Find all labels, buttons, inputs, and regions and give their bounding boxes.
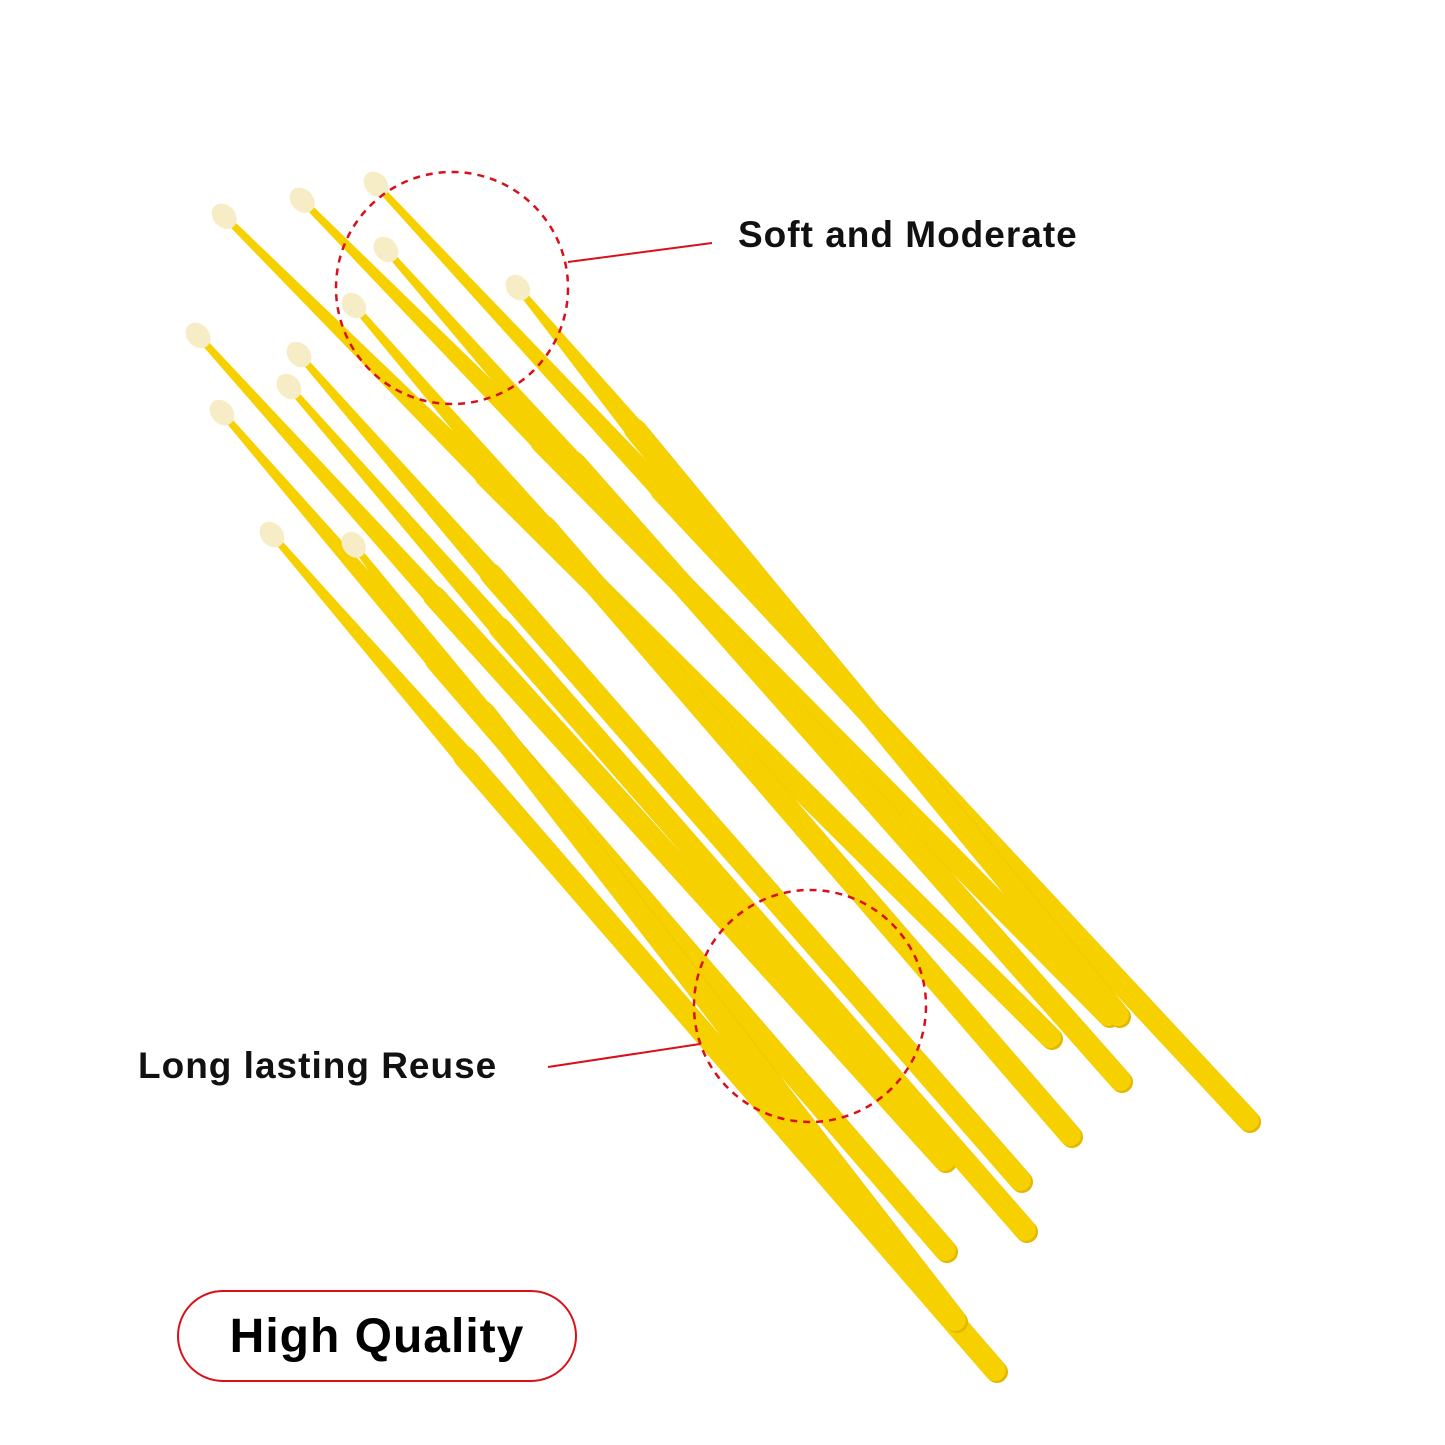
- brush-neck: [277, 541, 472, 764]
- handle-highlight-circle: [692, 888, 928, 1124]
- brush-tip: [286, 341, 312, 368]
- brush-neck: [203, 341, 442, 603]
- brush-tip: [276, 373, 302, 400]
- brush-tip: [373, 236, 399, 263]
- handle-leader-line: [547, 1043, 701, 1068]
- brush-neck: [294, 393, 508, 635]
- brush-handle: [423, 585, 955, 1171]
- brush-tip: [505, 274, 531, 301]
- brush-8: [286, 341, 1033, 1193]
- soft-tip-leader-line: [567, 242, 713, 263]
- brush-tip: [289, 187, 315, 213]
- brush-handle: [479, 563, 1031, 1191]
- brush-neck: [230, 222, 493, 484]
- brush-handle: [488, 616, 1036, 1241]
- brush-handle: [472, 700, 966, 1331]
- long-lasting-reuse-label: Long lasting Reuse: [138, 1045, 498, 1086]
- brush-5: [505, 274, 1131, 1028]
- brush-tip: [211, 203, 237, 229]
- brush-neck: [358, 552, 492, 718]
- brush-neck: [381, 190, 669, 498]
- brush-handle: [533, 515, 1081, 1146]
- brush-neck: [304, 361, 499, 581]
- brush-handle: [562, 451, 1131, 1091]
- brush-tip: [341, 292, 367, 319]
- brush-tip: [341, 531, 366, 558]
- soft-and-moderate-label: Soft and Moderate: [738, 214, 1078, 255]
- callout-annotations: [334, 170, 928, 1124]
- brush-neck: [227, 419, 444, 668]
- high-quality-label: High Quality: [229, 1309, 525, 1363]
- brush-neck: [391, 256, 582, 469]
- brush-tip: [209, 399, 235, 426]
- high-quality-badge: High Quality: [177, 1290, 577, 1382]
- brush-tip: [363, 171, 389, 198]
- brush-tip: [259, 521, 285, 548]
- brush-12: [341, 531, 968, 1333]
- brush-9: [276, 373, 1038, 1243]
- brush-handle: [623, 418, 1129, 1026]
- brush-group: [185, 171, 1261, 1383]
- brush-6: [341, 292, 1083, 1148]
- soft-tip-highlight-circle: [334, 170, 570, 406]
- brush-4: [373, 236, 1133, 1093]
- brush-neck: [522, 294, 643, 436]
- brush-tip: [185, 322, 211, 349]
- brush-neck: [308, 206, 549, 449]
- brush-7: [185, 322, 957, 1173]
- brush-neck: [359, 312, 552, 533]
